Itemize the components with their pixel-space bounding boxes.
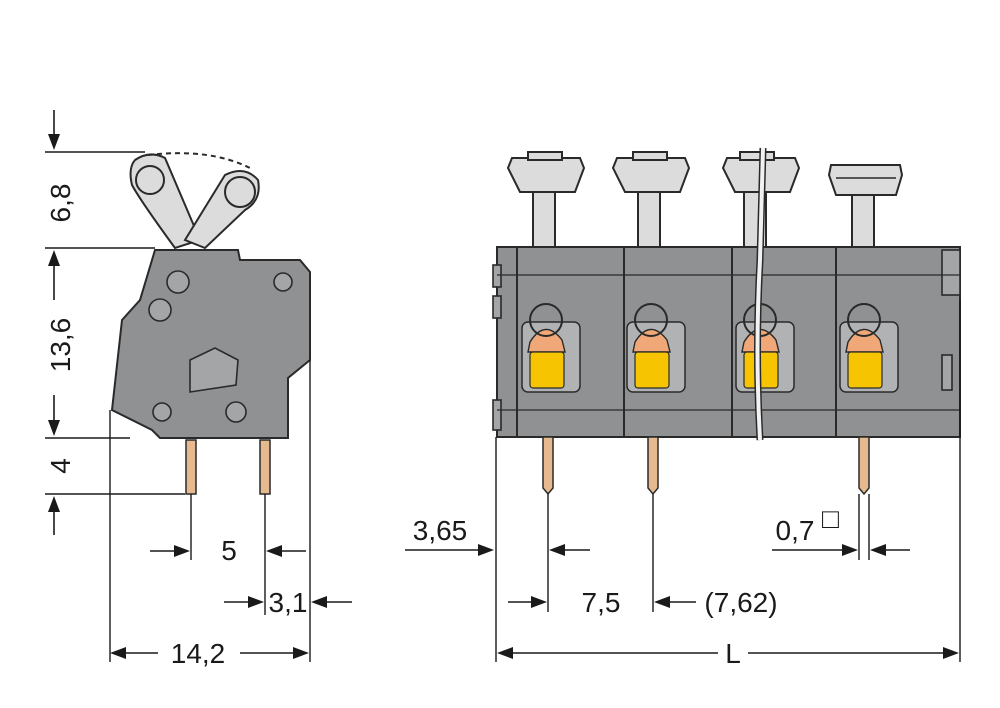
clamp-window-1 [521, 303, 581, 393]
front-lever-1 [506, 151, 586, 248]
dim-pin-size-symbol: □ [822, 503, 839, 534]
front-pin [858, 436, 870, 496]
lever-travel-arc [147, 152, 251, 169]
front-pin [542, 436, 554, 496]
wire [755, 147, 765, 441]
side-hole [225, 401, 247, 423]
dim-pitch-alt: (7,62) [704, 587, 777, 618]
front-pin [647, 436, 659, 496]
dim-pin-length: 4 [45, 458, 76, 474]
clamp-window-3 [735, 303, 795, 393]
dim-pin-pitch: 5 [221, 535, 237, 566]
clamp-window-2 [626, 303, 686, 393]
dim-first-pin-offset: 3,65 [413, 515, 468, 546]
dim-total-depth: 14,2 [171, 638, 226, 669]
dim-pitch: 7,5 [582, 587, 621, 618]
side-lever-closed [183, 170, 260, 250]
front-end-plate [496, 246, 518, 438]
front-lever-2 [611, 151, 691, 248]
front-view: 3,65 0,7 □ 7,5 (7,62) L [405, 147, 961, 669]
side-pin [259, 439, 271, 495]
side-hole [166, 270, 190, 294]
side-hole [152, 402, 172, 422]
front-lever-4 [827, 164, 904, 248]
side-view: 6,8 13,6 4 5 3,1 14,2 [45, 110, 352, 669]
side-window [189, 347, 239, 393]
dim-body-height: 13,6 [45, 318, 76, 373]
side-hole [148, 298, 172, 322]
clamp-window-4 [839, 303, 899, 393]
dim-total-length: L [725, 638, 741, 669]
dim-lever-height: 6,8 [45, 184, 76, 223]
dim-pin-offset: 3,1 [269, 587, 308, 618]
side-housing [110, 249, 311, 439]
side-hole [273, 272, 293, 292]
side-pin [185, 439, 197, 495]
dim-pin-size: 0,7 [776, 515, 815, 546]
